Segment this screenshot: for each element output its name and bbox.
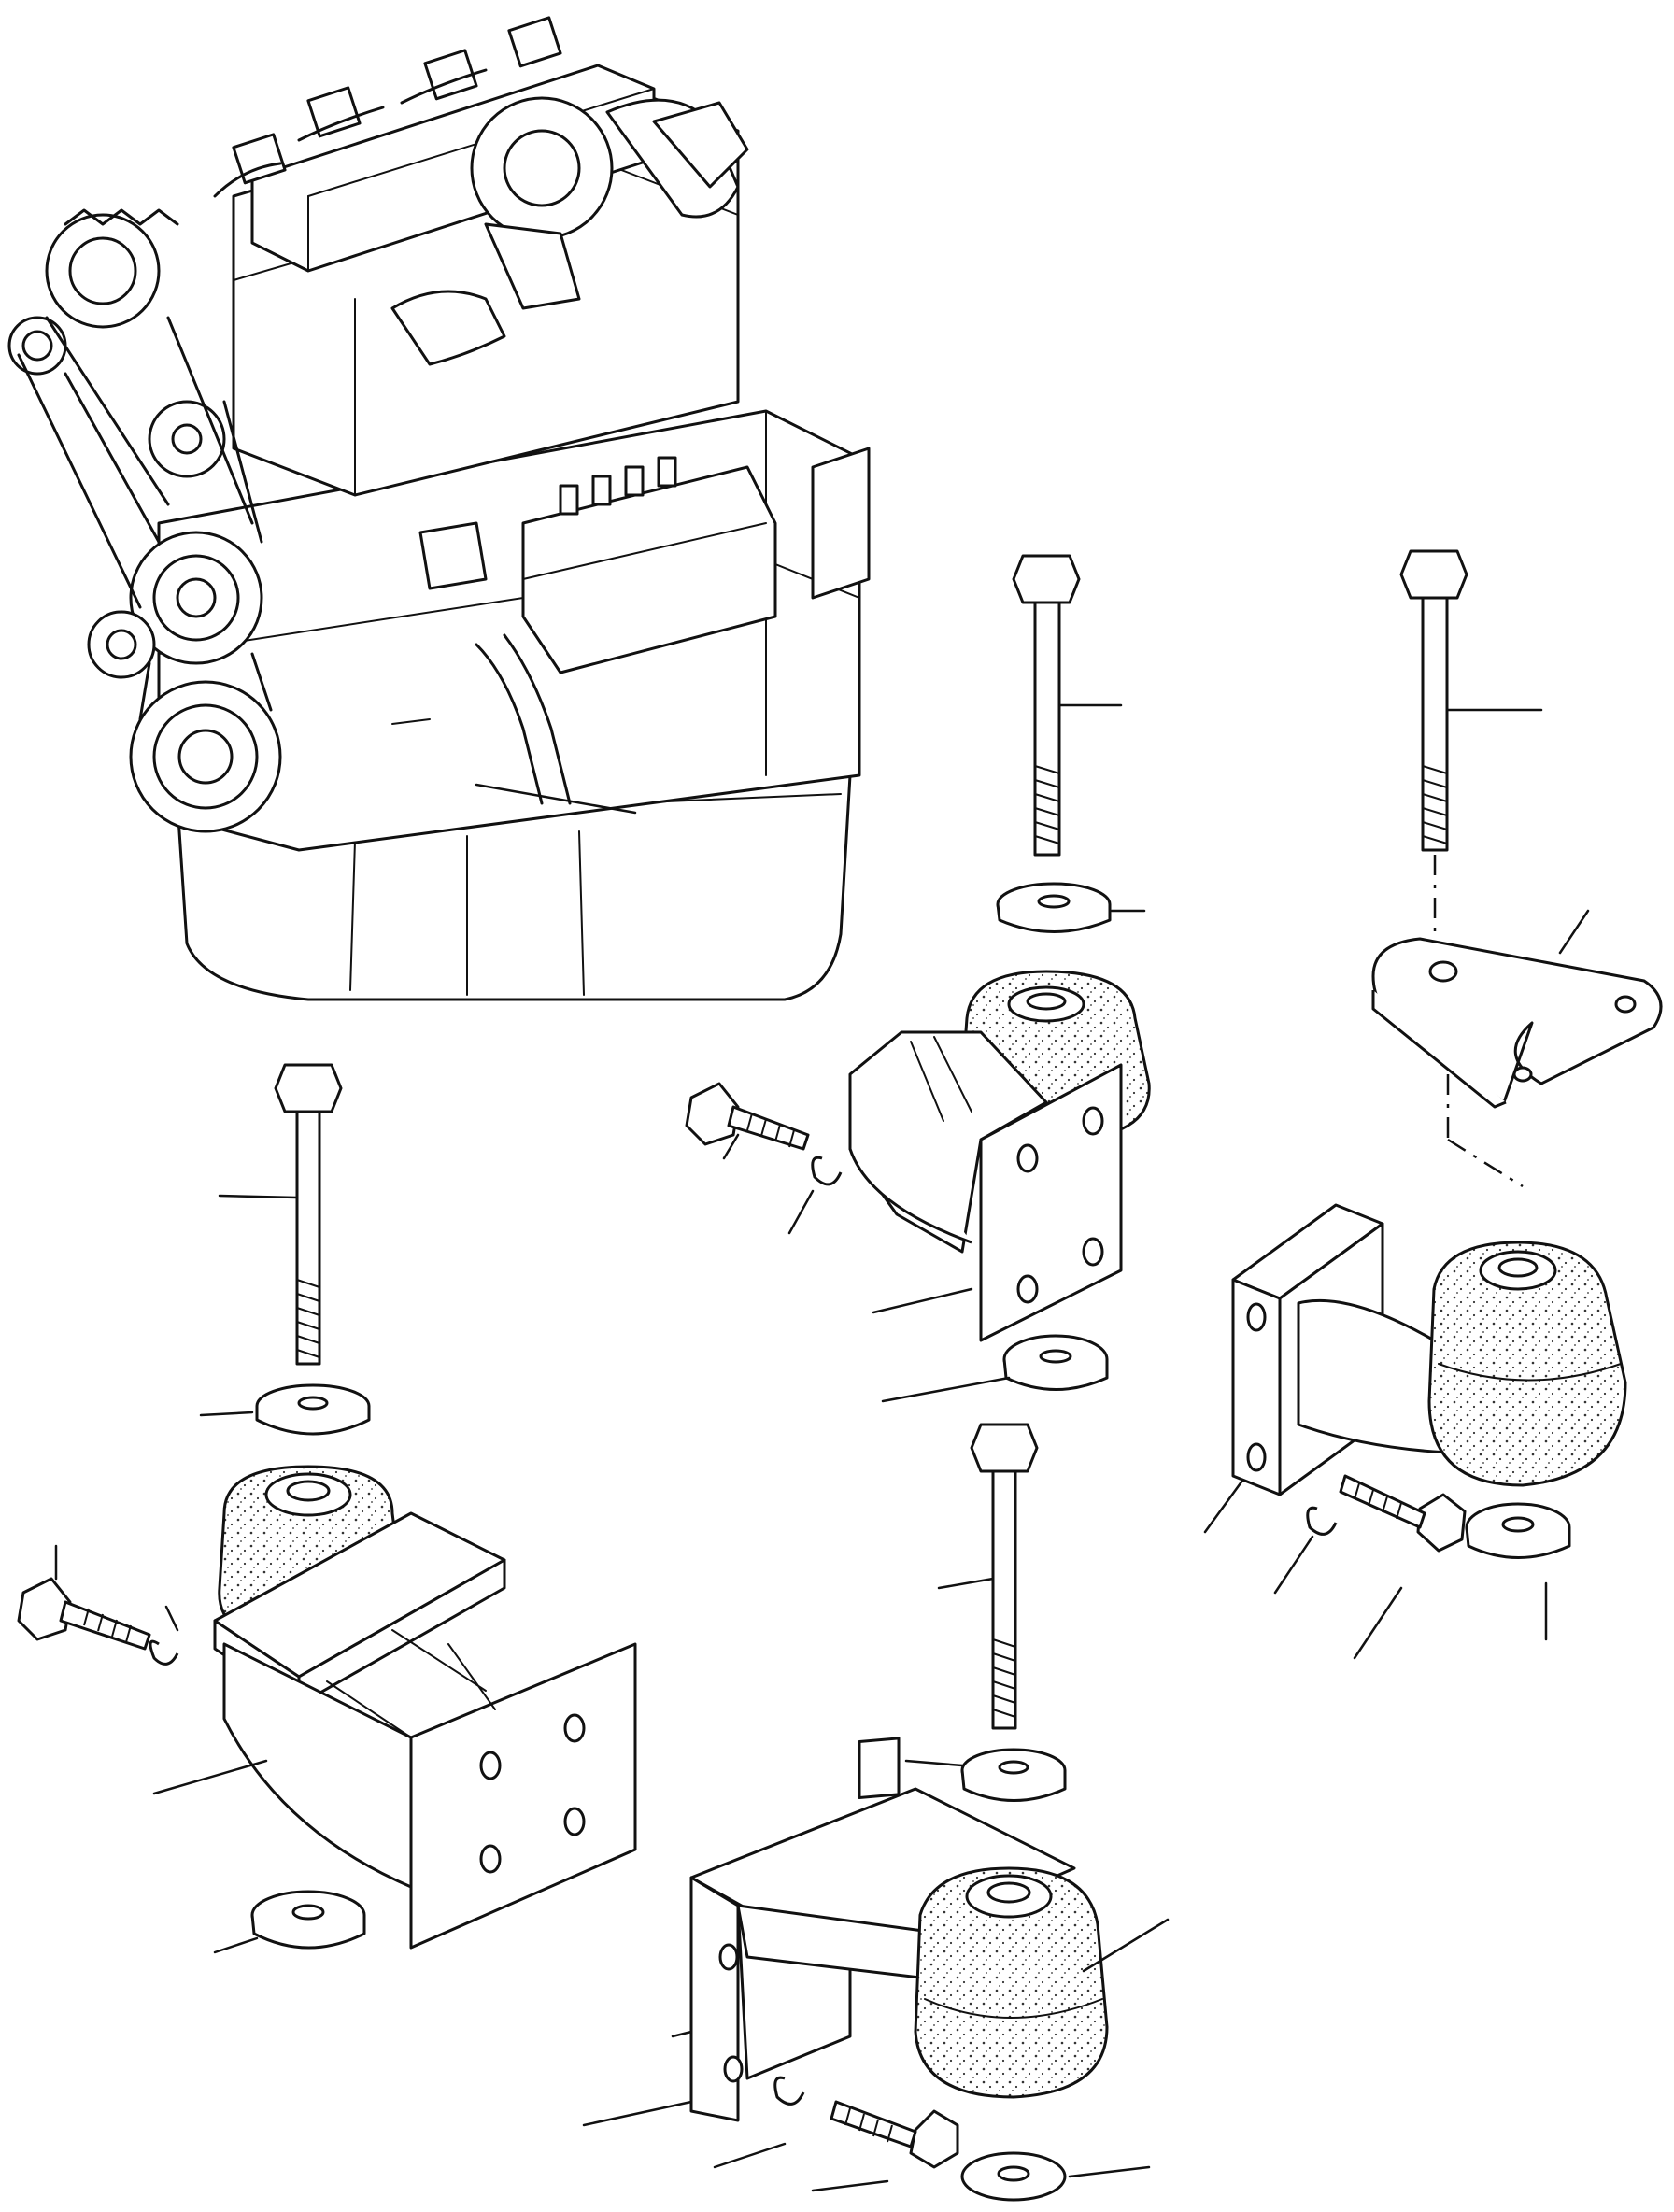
injection-pump	[418, 456, 777, 674]
lock-washer	[1306, 1506, 1338, 1536]
rear-center-mount	[685, 554, 1151, 1403]
mount-bolt-horizontal	[830, 2100, 959, 2169]
mount-bracket	[689, 1737, 1076, 2122]
lock-washer	[149, 1639, 179, 1666]
rear-right-mount	[1203, 549, 1663, 1660]
mount-bracket	[213, 1511, 637, 1950]
mount-bolt-vertical	[274, 1063, 343, 1366]
mount-bolt-vertical	[970, 1423, 1039, 1730]
engine-assembly	[7, 16, 871, 1001]
mount-bolt-horizontal	[1339, 1474, 1467, 1553]
mount-bolt-vertical	[1399, 549, 1468, 852]
front-left-mount	[17, 1063, 637, 1954]
rubber-isolator	[1427, 1241, 1627, 1487]
lock-washer	[773, 2076, 805, 2106]
fan-and-pulleys	[7, 208, 282, 833]
rubber-isolator	[914, 1866, 1109, 2099]
turbocharger	[470, 96, 749, 310]
mount-plate	[1371, 937, 1663, 1109]
mount-bolt-horizontal	[685, 1082, 810, 1151]
mount-bolt-vertical	[1012, 554, 1081, 857]
mount-bolt-horizontal	[17, 1577, 151, 1651]
front-center-mount	[582, 1423, 1170, 2202]
lock-washer	[811, 1156, 843, 1186]
mount-bracket	[848, 1030, 1123, 1342]
